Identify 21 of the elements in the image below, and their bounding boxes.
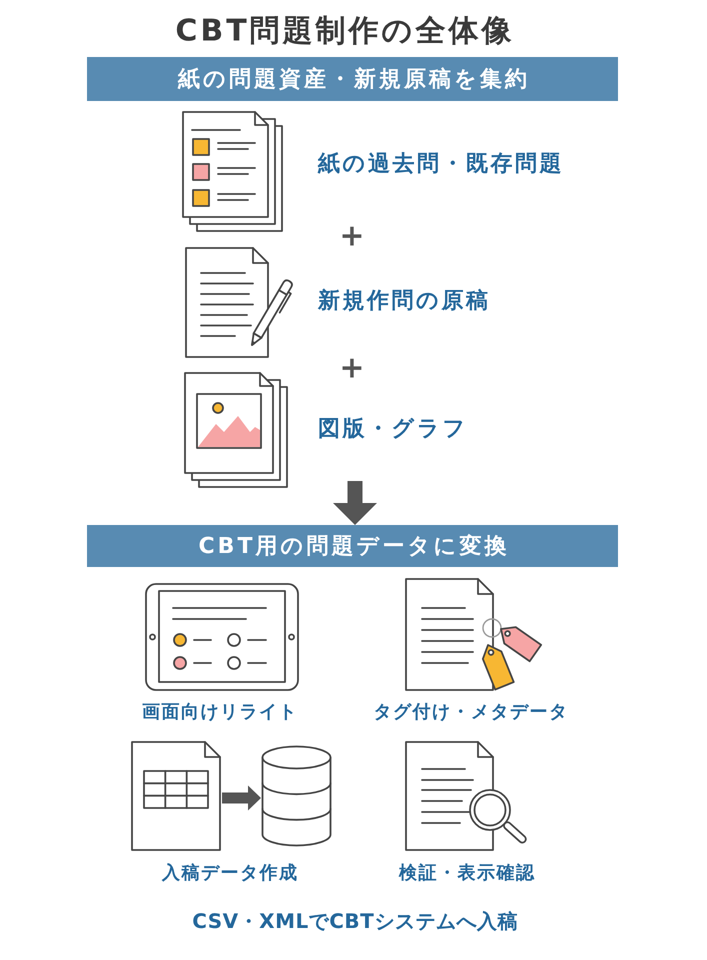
item-label: 新規作問の原稿: [318, 288, 490, 316]
item-label: 入稿データ作成: [162, 861, 298, 885]
section-band: 紙の問題資産・新規原稿を集約: [87, 57, 618, 101]
item-label: 検証・表示確認: [398, 861, 536, 885]
arrow: [333, 481, 377, 525]
item-label: タグ付け・メタデータ: [374, 700, 568, 724]
document-pen-icon: [185, 247, 295, 359]
section-band: CBT用の問題データに変換: [87, 525, 618, 567]
tablet-icon: [145, 583, 299, 691]
item-label: 紙の過去問・既存問題: [318, 150, 564, 179]
database-icon: [261, 745, 332, 847]
plus-sign: +: [339, 350, 365, 388]
arrow: [222, 786, 261, 810]
document-stack-icon: [182, 111, 284, 233]
image-document-icon: [184, 372, 289, 489]
title: CBT問題制作の全体像: [175, 12, 515, 50]
item-label: 画面向けリライト: [142, 700, 298, 724]
item-label: 図版・グラフ: [318, 416, 468, 444]
plus-sign: +: [339, 218, 365, 256]
spreadsheet-icon: [131, 741, 222, 852]
note-text: CSV・XMLでCBTシステムへ入稿: [192, 908, 518, 934]
